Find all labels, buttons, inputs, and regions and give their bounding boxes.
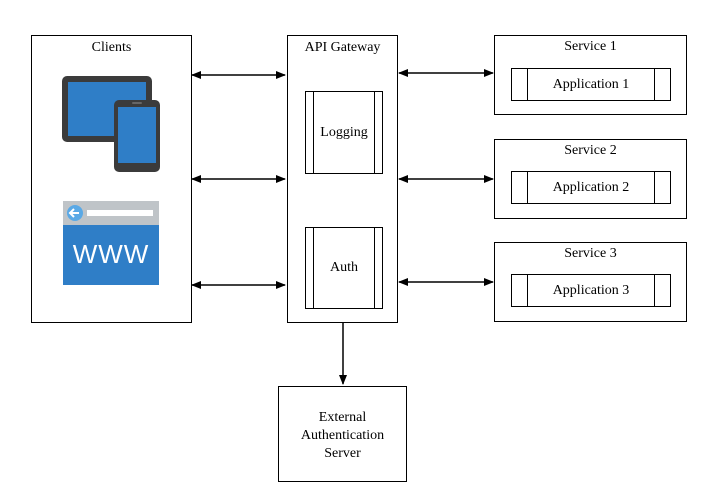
external-auth-server-box: External Authentication Server (278, 386, 407, 482)
service-3-box: Service 3 Application 3 (494, 242, 687, 322)
application-1-module: Application 1 (511, 68, 671, 101)
external-line-3: Server (324, 446, 361, 461)
service-2-title: Service 2 (564, 143, 617, 158)
service-1-box: Service 1 Application 1 (494, 35, 687, 115)
logging-label: Logging (320, 124, 368, 140)
gateway-title: API Gateway (304, 40, 381, 55)
clients-box: Clients WWW (31, 35, 192, 323)
application-3-module: Application 3 (511, 274, 671, 307)
service-1-title: Service 1 (564, 39, 617, 54)
www-text: WWW (73, 239, 150, 269)
logging-module: Logging (305, 91, 383, 174)
auth-module: Auth (305, 227, 383, 309)
external-line-1: External (318, 410, 367, 425)
service-2-box: Service 2 Application 2 (494, 139, 687, 219)
application-2-label: Application 2 (552, 179, 630, 195)
tablet-phone-icon (62, 76, 160, 172)
external-auth-server-label: External Authentication Server (279, 409, 406, 463)
application-2-module: Application 2 (511, 171, 671, 204)
web-browser-icon: WWW (63, 201, 159, 285)
application-1-label: Application 1 (552, 76, 630, 92)
application-3-label: Application 3 (552, 282, 630, 298)
auth-label: Auth (330, 260, 358, 275)
external-line-2: Authentication (300, 428, 385, 443)
api-gateway-box: API Gateway Logging Auth (287, 35, 398, 323)
service-3-title: Service 3 (564, 246, 617, 261)
clients-title: Clients (91, 40, 132, 55)
